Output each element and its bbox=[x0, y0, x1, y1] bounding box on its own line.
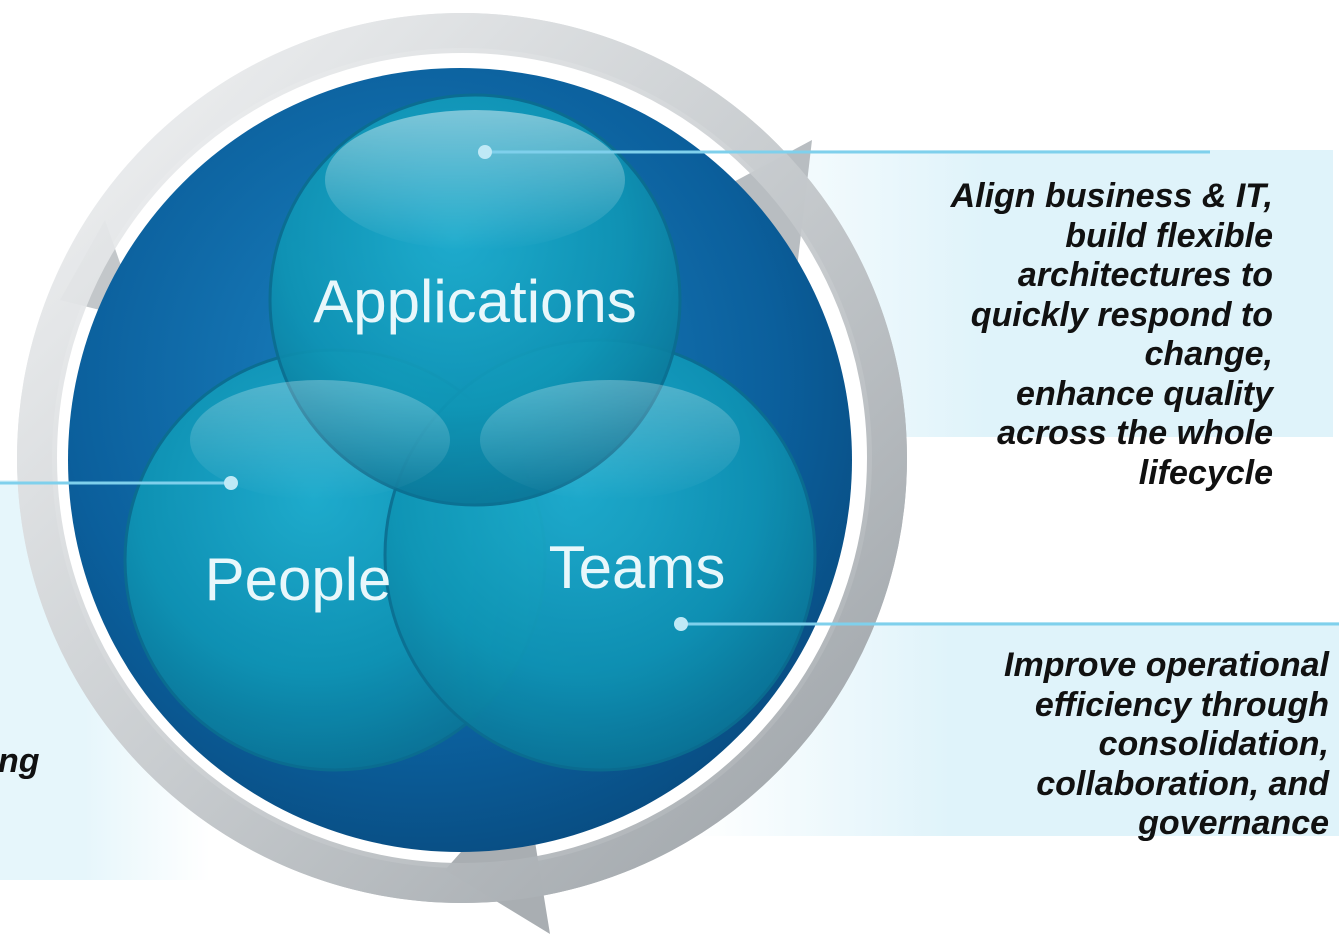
applications-callout-line: enhance quality bbox=[1016, 374, 1273, 413]
teams-callout-line: Improve operational bbox=[1004, 646, 1329, 684]
applications-callout-line: quickly respond to bbox=[970, 295, 1273, 334]
applications-callout-line: Align business & IT, bbox=[950, 177, 1273, 215]
applications-callout-line: change, bbox=[1144, 335, 1273, 373]
applications-callout-text: Align business & IT, build flexible arch… bbox=[951, 177, 1273, 493]
teams-callout-text: Improve operational efficiency through c… bbox=[1004, 646, 1329, 844]
teams-callout-line: efficiency through bbox=[1034, 685, 1329, 724]
people-callout-text-partial: ng bbox=[0, 742, 40, 782]
teams-callout-line: collaboration, and bbox=[1036, 764, 1329, 803]
teams-callout-line: governance bbox=[1138, 804, 1329, 842]
teams-label: Teams bbox=[549, 534, 726, 601]
applications-callout-line: architectures to bbox=[1017, 256, 1273, 294]
people-label: People bbox=[205, 546, 392, 613]
applications-label: Applications bbox=[313, 268, 637, 335]
teams-callout-line: consolidation, bbox=[1098, 725, 1329, 763]
applications-callout-line: across the whole bbox=[997, 414, 1273, 452]
applications-callout-line: lifecycle bbox=[1138, 453, 1273, 492]
people-callout-line: ng bbox=[0, 742, 40, 780]
applications-callout-line: build flexible bbox=[1065, 216, 1273, 255]
